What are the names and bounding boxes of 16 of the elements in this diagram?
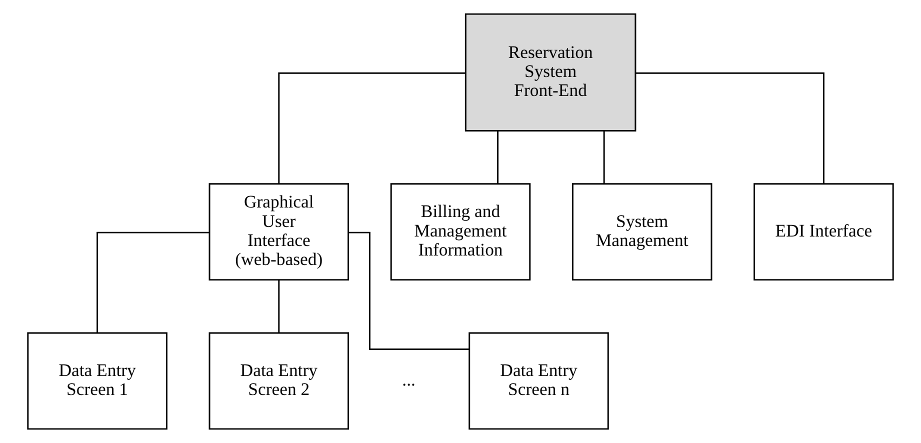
node-box: Graphical User Interface (web-based) <box>208 183 350 281</box>
connector <box>497 130 499 184</box>
node-box: Data Entry Screen 1 <box>27 332 168 430</box>
connector <box>635 72 824 184</box>
node-box: System Management <box>572 183 712 281</box>
label: ... <box>402 370 416 390</box>
node-box: Data Entry Screen 2 <box>208 332 350 430</box>
connector <box>96 232 210 333</box>
connector <box>348 232 470 350</box>
connector <box>278 280 280 333</box>
node-box: EDI Interface <box>754 183 894 281</box>
connector <box>278 72 466 184</box>
connector <box>603 130 605 184</box>
node-box: Billing and Management Information <box>390 183 531 281</box>
node-box: Data Entry Screen n <box>468 332 609 430</box>
node-box: Reservation System Front-End <box>464 13 636 132</box>
